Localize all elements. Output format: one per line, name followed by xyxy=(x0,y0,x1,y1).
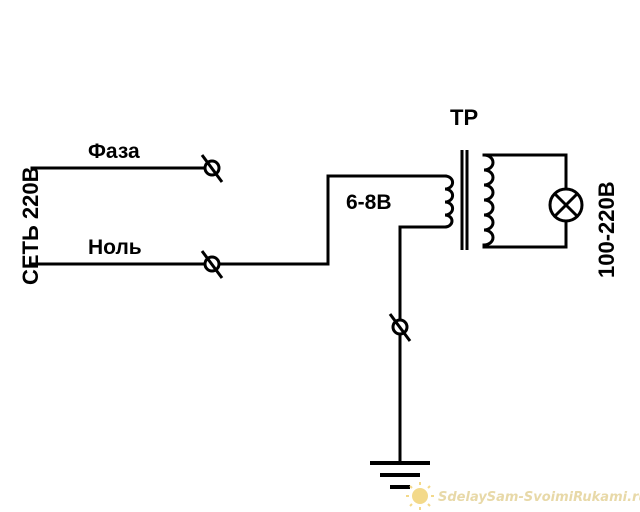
output-voltage-label: 100-220В xyxy=(594,181,619,278)
transformer-icon xyxy=(444,150,495,250)
watermark-text: SdelaySam-SvoimiRukami.ru xyxy=(438,490,640,505)
neutral-label: Ноль xyxy=(88,236,142,259)
ground-terminal-icon xyxy=(388,313,412,342)
ground-icon xyxy=(370,461,430,489)
transformer-label: ТР xyxy=(450,105,478,130)
low-voltage-label: 6-8В xyxy=(346,191,392,214)
lamp-icon xyxy=(548,187,584,223)
ground-wire xyxy=(398,225,447,465)
secondary-wire xyxy=(482,153,568,249)
mains-label: СЕТЬ 220В xyxy=(18,166,43,285)
neutral-wire xyxy=(30,174,447,266)
phase-terminal-icon xyxy=(200,154,224,183)
sun-logo-icon xyxy=(406,482,434,510)
neutral-terminal-icon xyxy=(200,250,224,279)
phase-label: Фаза xyxy=(88,140,140,163)
